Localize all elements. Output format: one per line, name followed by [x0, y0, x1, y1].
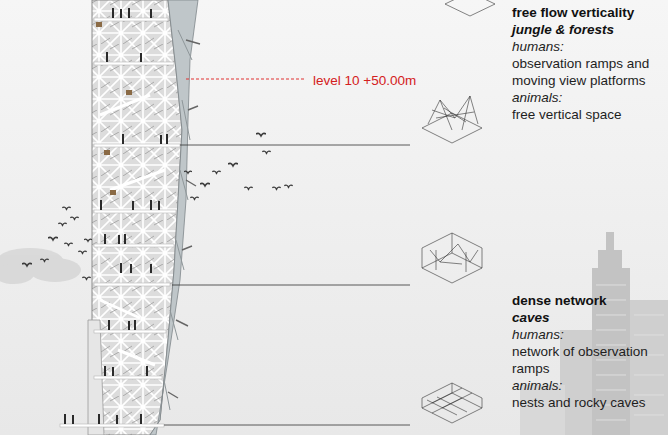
birds: [22, 133, 293, 279]
cloud: [0, 248, 81, 284]
zone-description: free vertical space: [512, 106, 664, 123]
user-label: humans:: [512, 326, 664, 343]
zone-description: observation ramps and moving view platfo…: [512, 55, 664, 89]
zone-heading: dense network: [512, 292, 664, 309]
user-label: humans:: [512, 38, 664, 55]
user-label: animals:: [512, 89, 664, 106]
zone-description: network of observation ramps: [512, 343, 664, 377]
zone-description: nests and rocky caves: [512, 394, 664, 411]
zone-heading: free flow verticality: [512, 4, 664, 21]
zone-subheading: jungle & forests: [512, 21, 664, 38]
user-label: animals:: [512, 377, 664, 394]
axonometric-icons: [422, 0, 495, 423]
level-marker: level 10 +50.00m: [313, 72, 416, 89]
zone-subheading: caves: [512, 309, 664, 326]
